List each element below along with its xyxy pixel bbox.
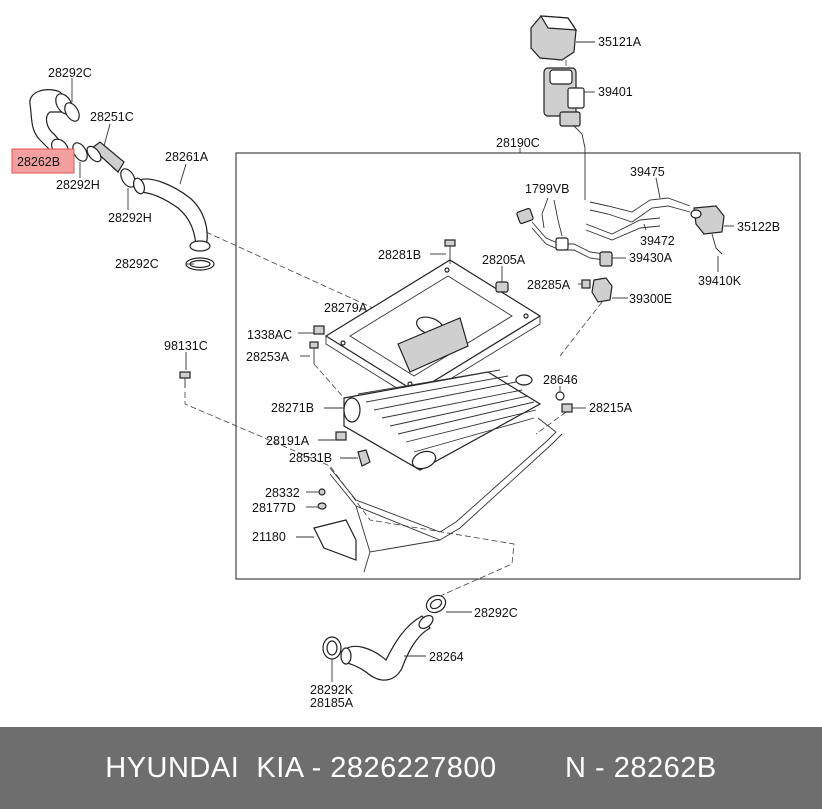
label-28205A: 28205A xyxy=(482,253,526,267)
label-1799VB: 1799VB xyxy=(525,182,569,196)
label-28264: 28264 xyxy=(429,650,464,664)
label-28292K: 28292K xyxy=(310,683,354,697)
connector-1799VB xyxy=(516,197,605,261)
clip-28191A xyxy=(318,431,347,441)
bolt-28253A xyxy=(300,341,345,399)
hose-28262B xyxy=(29,89,73,158)
footer-brand-part-number: HYUNDAI KIA - 2826227800 xyxy=(105,751,497,784)
label-1338AC: 1338AC xyxy=(247,328,292,342)
label-39410K: 39410K xyxy=(698,274,742,288)
pin-28332 xyxy=(306,488,326,496)
label-39475: 39475 xyxy=(630,165,665,179)
intercooler-28271B xyxy=(324,316,542,471)
label-21180: 21180 xyxy=(252,530,286,544)
label-28285A: 28285A xyxy=(527,278,571,292)
bracket-39410K xyxy=(711,233,723,272)
label-28292C-mid: 28292C xyxy=(115,257,159,271)
parts-diagram: 35121A 39401 28292C 28251C 28262B 28292H… xyxy=(11,15,801,710)
grommet-28177D xyxy=(306,502,327,510)
sensor-39401 xyxy=(543,60,595,200)
sensor-39300E xyxy=(559,277,628,357)
label-35122B: 35122B xyxy=(737,220,780,234)
hose-28261A xyxy=(132,163,211,252)
cap-35121A xyxy=(530,15,595,61)
label-28271B: 28271B xyxy=(271,401,314,415)
footer-spacer xyxy=(497,752,565,785)
harness-39475 xyxy=(589,177,691,223)
bracket-21180 xyxy=(296,519,357,561)
hose-28264 xyxy=(340,614,434,681)
bolt-1338AC xyxy=(298,325,325,335)
harness-39472 xyxy=(585,217,661,241)
label-28251C: 28251C xyxy=(90,110,134,124)
clamp-28292C-mid xyxy=(185,257,215,271)
label-28261A: 28261A xyxy=(165,150,209,164)
connector-39430A xyxy=(599,251,626,267)
label-28215A: 28215A xyxy=(589,401,633,415)
label-28292C-top: 28292C xyxy=(48,66,92,80)
label-39430A: 39430A xyxy=(629,251,673,265)
label-28279A: 28279A xyxy=(324,301,368,315)
connector-28531B xyxy=(340,449,371,467)
label-39401: 39401 xyxy=(598,85,633,99)
footer-bar: HYUNDAI KIA - 2826227800 N - 28262B xyxy=(0,727,822,809)
clamp-28292C-low xyxy=(425,594,472,614)
label-28177D: 28177D xyxy=(252,501,296,515)
label-28646: 28646 xyxy=(543,373,578,387)
label-28190C: 28190C xyxy=(496,136,540,150)
bolt-28285A xyxy=(578,279,591,289)
clip-28215A xyxy=(535,403,586,435)
label-28292H-b: 28292H xyxy=(108,211,152,225)
label-28531B: 28531B xyxy=(289,451,332,465)
label-28185A: 28185A xyxy=(310,696,354,710)
bolt-28646 xyxy=(555,386,565,401)
clip-28205A xyxy=(495,266,509,293)
pipe-28251C xyxy=(86,123,125,173)
clamp-28292H-a xyxy=(72,142,88,178)
label-28292C-low: 28292C xyxy=(474,606,518,620)
label-28281B: 28281B xyxy=(378,248,421,262)
label-35121A: 35121A xyxy=(598,35,642,49)
bolt-98131C xyxy=(179,352,515,597)
label-28191A: 28191A xyxy=(266,434,310,448)
bolt-28281B xyxy=(430,239,456,264)
label-39472: 39472 xyxy=(640,234,675,248)
label-28253A: 28253A xyxy=(246,350,290,364)
label-98131C: 98131C xyxy=(164,339,208,353)
assembly-frame xyxy=(235,152,801,580)
clamp-28292C-top xyxy=(64,78,80,122)
sensor-35122B xyxy=(690,205,734,235)
label-28262B: 28262B xyxy=(17,155,60,169)
label-28292H-a: 28292H xyxy=(56,178,100,192)
clamp-28292K xyxy=(322,636,342,682)
clamp-28292H-b xyxy=(120,168,136,210)
label-28332: 28332 xyxy=(265,486,300,500)
highlight-box xyxy=(11,148,75,174)
tray-bracket xyxy=(329,417,563,573)
footer-catalog-number: N - 28262B xyxy=(565,751,717,784)
label-39300E: 39300E xyxy=(629,292,672,306)
